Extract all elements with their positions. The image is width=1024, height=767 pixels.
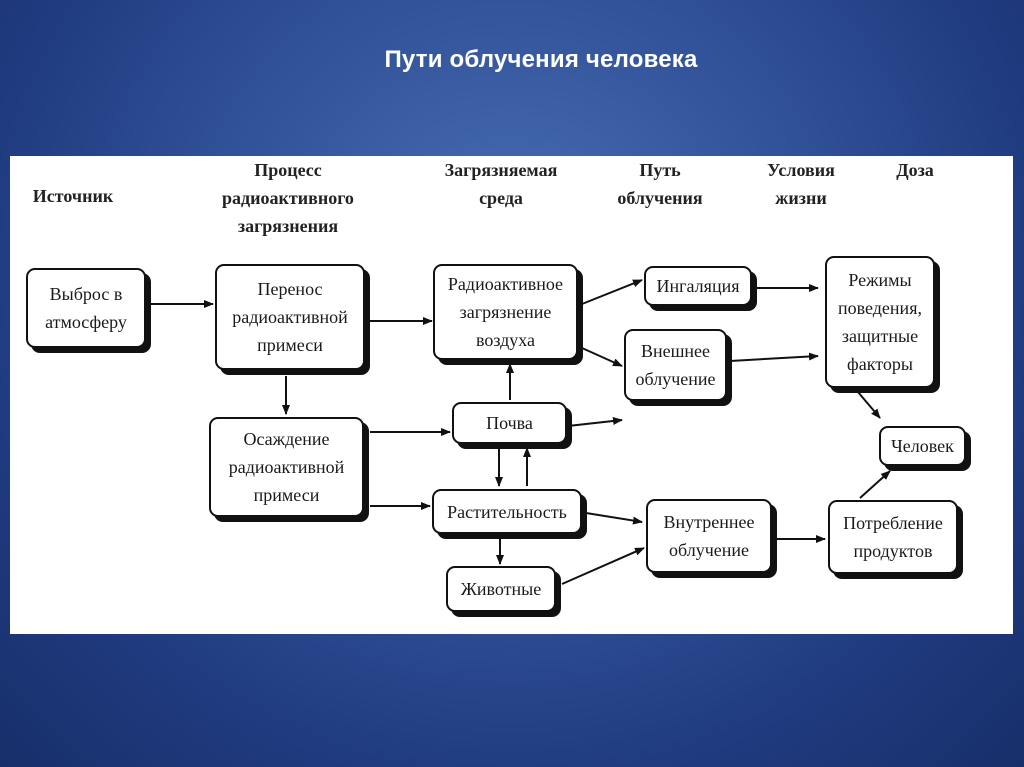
node-transfer-label: Перенос радиоактивной примеси (232, 279, 348, 355)
node-consumption: Потребление продуктов (828, 500, 958, 574)
header-process: Процесс радиоактивного загрязнения (222, 160, 354, 236)
header-environment: Загрязняемая среда (444, 160, 558, 208)
arrow-vegetation-to-internal (585, 512, 643, 525)
node-release-label: Выброс в атмосферу (45, 284, 127, 332)
arrow-soil-to-external (567, 417, 623, 427)
node-release: Выброс в атмосферу (26, 268, 146, 348)
node-internal: Внутреннее облучение (646, 499, 772, 573)
node-vegetation-label: Растительность (447, 501, 567, 522)
node-human: Человек (879, 426, 966, 466)
arrow-regimes-to-human (857, 391, 881, 419)
node-regimes: Режимы поведения, защитные факторы (825, 256, 935, 388)
node-air: Радиоактивное загрязнение воздуха (433, 264, 578, 360)
node-vegetation: Растительность (432, 489, 582, 534)
node-soil-label: Почва (486, 413, 533, 433)
arrow-air-to-inhalation (581, 279, 643, 305)
node-animals: Животные (446, 566, 556, 612)
node-human-label: Человек (891, 436, 954, 456)
node-deposition-label: Осаждение радиоактивной примеси (228, 429, 345, 505)
arrow-consumption-to-human (859, 470, 891, 499)
arrow-animals-to-internal (561, 547, 645, 585)
header-pathway: Путь облучения (617, 160, 703, 208)
node-consumption-label: Потребление продуктов (843, 513, 943, 561)
node-deposition: Осаждение радиоактивной примеси (209, 417, 364, 517)
node-soil: Почва (452, 402, 567, 444)
header-dose: Доза (896, 160, 934, 180)
node-air-label: Радиоактивное загрязнение воздуха (447, 274, 564, 350)
slide-title: Пути облучения человека (384, 46, 698, 73)
node-external-label: Внешнее облучение (635, 341, 716, 389)
header-source: Источник (32, 186, 114, 206)
header-living-conditions: Условия жизни (767, 160, 835, 208)
node-inhalation-label: Ингаляция (656, 276, 740, 296)
node-inhalation: Ингаляция (644, 266, 752, 306)
node-animals-label: Животные (460, 579, 542, 599)
arrow-external-to-regimes (729, 352, 819, 362)
node-regimes-label: Режимы поведения, защитные факторы (838, 270, 922, 374)
node-external: Внешнее облучение (624, 329, 727, 401)
node-internal-label: Внутреннее облучение (663, 512, 755, 560)
arrow-air-to-external (581, 347, 623, 367)
node-transfer: Перенос радиоактивной примеси (215, 264, 365, 370)
diagram-arrows (146, 279, 891, 585)
diagram-panel: Источник Процесс радиоактивного загрязне… (10, 156, 1013, 634)
